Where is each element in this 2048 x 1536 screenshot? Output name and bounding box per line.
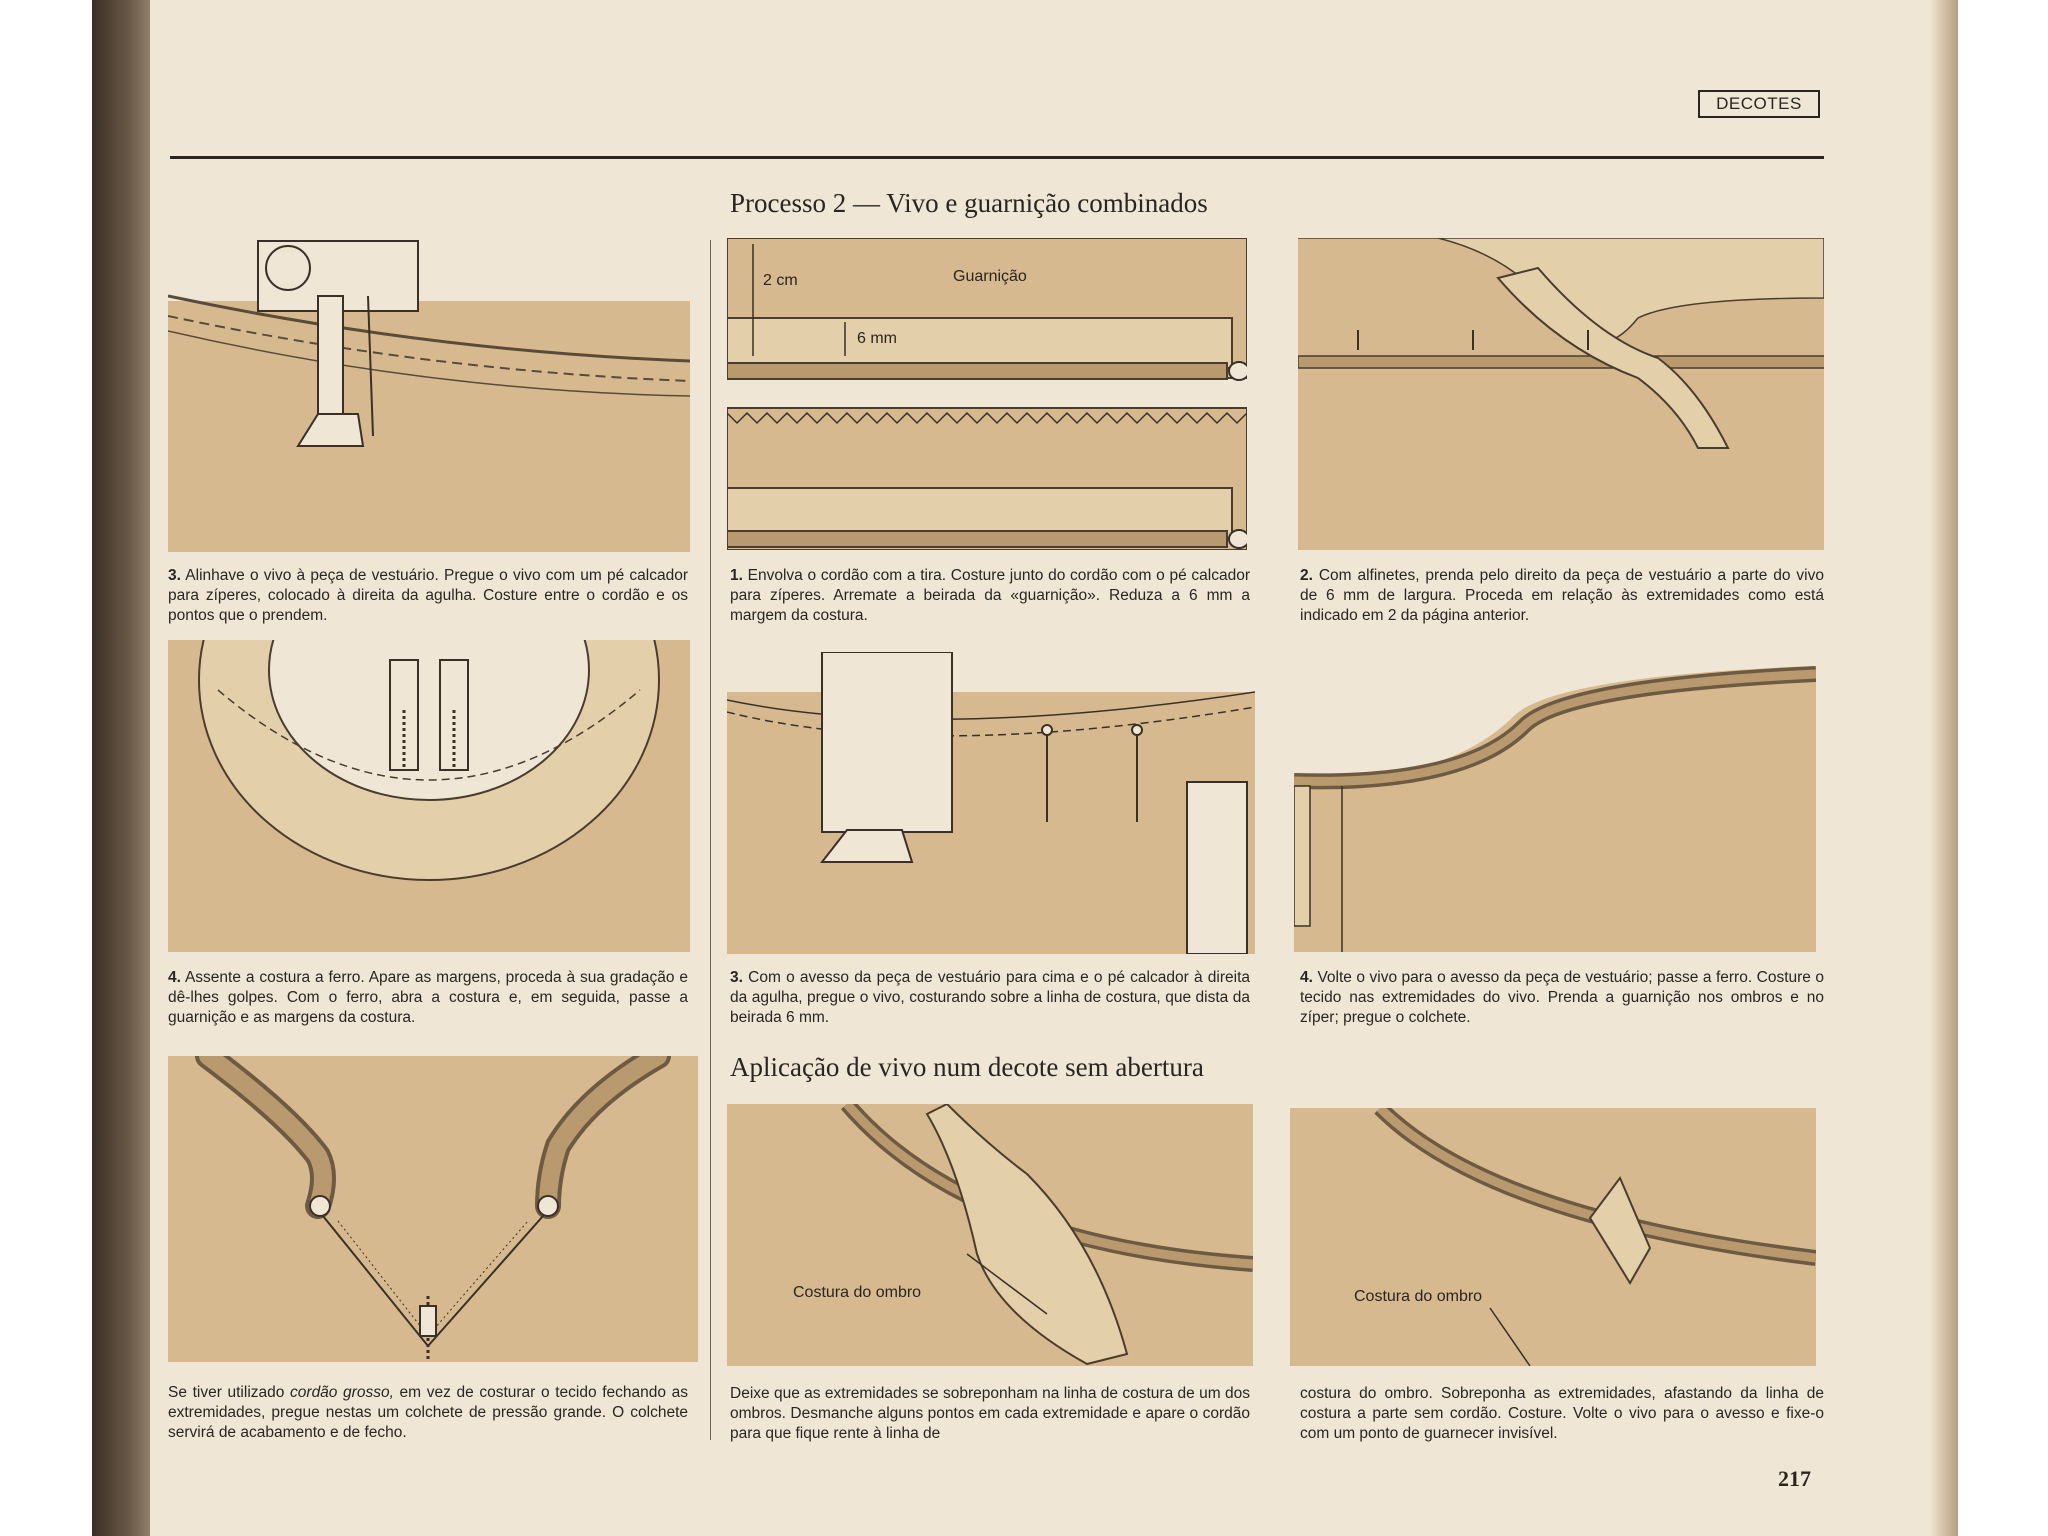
label-costura-do-ombro-1: Costura do ombro [793,1284,921,1302]
illustration-overlap-ends: Costura do ombro [727,1104,1253,1366]
label-6mm: 6 mm [857,330,897,348]
caption-step-2: 2. Com alfinetes, prenda pelo direito da… [1300,566,1824,626]
illustration-piping-strip: 2 cm Guarnição 6 mm [727,238,1247,550]
label-costura-do-ombro-2: Costura do ombro [1354,1288,1482,1306]
background [1958,0,2048,1536]
illustration-neckline-facing [168,640,690,952]
caption-step-3: 3. Com o avesso da peça de vestuário par… [730,968,1250,1028]
header-rule [170,156,1824,159]
caption-bottom-2: costura do ombro. Sobreponha as extremid… [1300,1384,1824,1444]
page-edge [1930,0,1958,1536]
illustration-pin-piping [1298,238,1824,550]
section-title-processo-2: Processo 2 — Vivo e guarnição combinados [730,188,1208,219]
caption-step-4: 4. Volte o vivo para o avesso da peça de… [1300,968,1824,1028]
column-divider [710,240,711,1440]
caption-bottom-1: Deixe que as extremidades se sobreponham… [730,1384,1250,1444]
page-number: 217 [1778,1466,1811,1492]
section-title-decote-sem-abertura: Aplicação de vivo num decote sem abertur… [730,1052,1204,1083]
illustration-sewing-step-3 [727,652,1255,954]
illustration-overlap-sewn: Costura do ombro [1290,1108,1816,1366]
illustration-sewing-piping [168,236,690,552]
caption-left-2: 4. Assente a costura a ferro. Apare as m… [168,968,688,1028]
caption-left-1: 3. Alinhave o vivo à peça de vestuário. … [168,566,688,626]
illustration-turned-piping [1294,656,1816,952]
label-guarnicao: Guarnição [953,268,1027,286]
caption-step-1: 1. Envolva o cordão com a tira. Costure … [730,566,1250,626]
section-tag: DECOTES [1698,90,1820,118]
illustration-zipper-snap [168,1056,698,1362]
label-2cm: 2 cm [763,272,798,290]
caption-left-3: Se tiver utilizado cordão grosso, em vez… [168,1383,688,1443]
